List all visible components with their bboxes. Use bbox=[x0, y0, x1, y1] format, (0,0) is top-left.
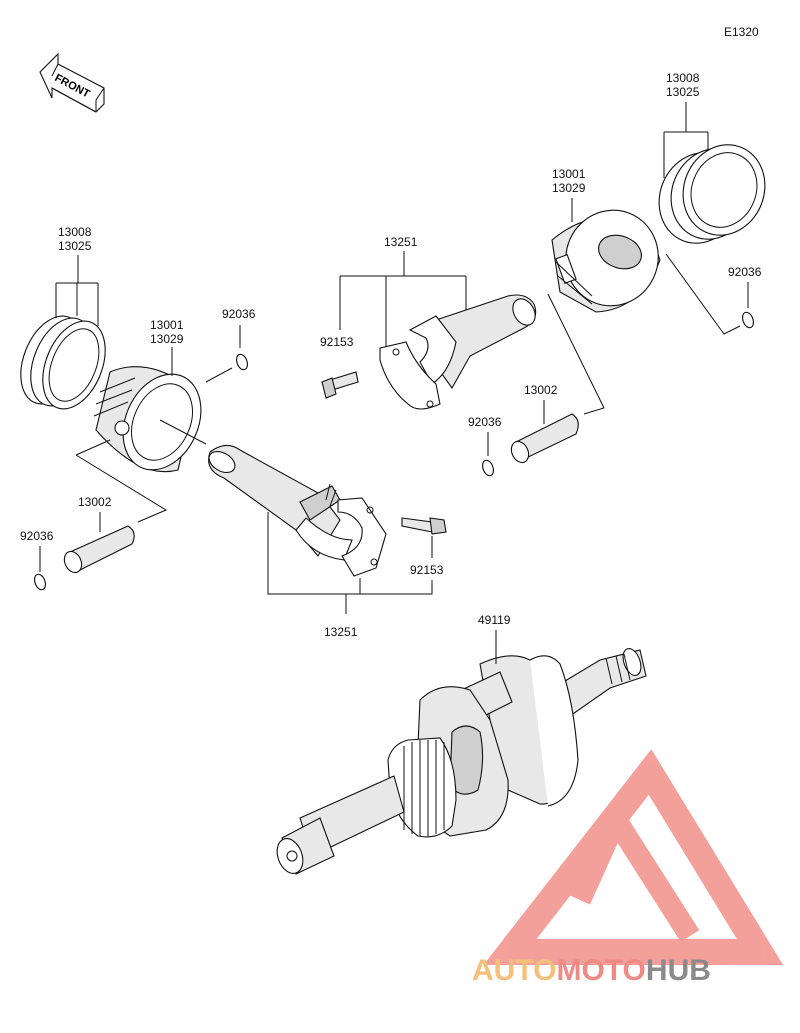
circlip-right[interactable] bbox=[741, 311, 756, 329]
piston-pin-right[interactable] bbox=[508, 413, 579, 465]
rod-bolt-right[interactable] bbox=[321, 371, 359, 399]
front-arrow-icon: FRONT bbox=[39, 52, 105, 113]
piston-rings-right[interactable] bbox=[646, 132, 779, 255]
label-rings-right-2: 13025 bbox=[666, 85, 700, 99]
circlip-bottom-left[interactable] bbox=[33, 573, 48, 591]
label-crankshaft: 49119 bbox=[478, 613, 511, 627]
label-clip-top-left: 92036 bbox=[222, 307, 256, 321]
watermark-text: AUTOMOTOHUB bbox=[472, 954, 711, 987]
piston-pin-left[interactable] bbox=[61, 525, 135, 575]
label-rings-left-1: 13008 bbox=[58, 225, 92, 239]
connecting-rod-left[interactable] bbox=[205, 444, 387, 577]
watermark-triangle-icon bbox=[483, 749, 784, 965]
label-piston-right-2: 13029 bbox=[552, 181, 586, 195]
label-rings-left-2: 13025 bbox=[58, 239, 92, 253]
piston-right[interactable] bbox=[551, 197, 672, 319]
label-rod-left: 13251 bbox=[324, 625, 358, 639]
circlip-mid[interactable] bbox=[481, 459, 496, 477]
watermark-logo-icon bbox=[483, 749, 784, 965]
rod-bolt-left[interactable] bbox=[401, 517, 447, 535]
piston-left[interactable] bbox=[93, 361, 216, 482]
connecting-rod-right[interactable] bbox=[379, 294, 540, 410]
label-clip-mid: 92036 bbox=[468, 415, 502, 429]
crankshaft[interactable] bbox=[273, 646, 647, 877]
watermark-part-hub: HUB bbox=[646, 954, 711, 987]
label-piston-left-2: 13029 bbox=[150, 332, 184, 346]
label-rod-right-bolt: 92153 bbox=[320, 335, 354, 349]
label-piston-left-1: 13001 bbox=[150, 318, 184, 332]
label-rod-right: 13251 bbox=[384, 235, 418, 249]
label-piston-right-1: 13001 bbox=[552, 167, 586, 181]
label-clip-bottom-left: 92036 bbox=[20, 529, 54, 543]
watermark-part-auto: AUTO bbox=[472, 954, 556, 987]
label-pin-right: 13002 bbox=[524, 383, 558, 397]
watermark-part-moto: MOTO bbox=[556, 954, 645, 987]
piston-rings-left[interactable] bbox=[9, 307, 117, 418]
drawing-code: E1320 bbox=[724, 25, 759, 39]
label-pin-left: 13002 bbox=[78, 495, 112, 509]
label-clip-right: 92036 bbox=[728, 265, 762, 279]
circlip-top-left[interactable] bbox=[235, 353, 250, 371]
label-rod-left-bolt: 92153 bbox=[410, 563, 444, 577]
label-rings-right-1: 13008 bbox=[666, 71, 700, 85]
